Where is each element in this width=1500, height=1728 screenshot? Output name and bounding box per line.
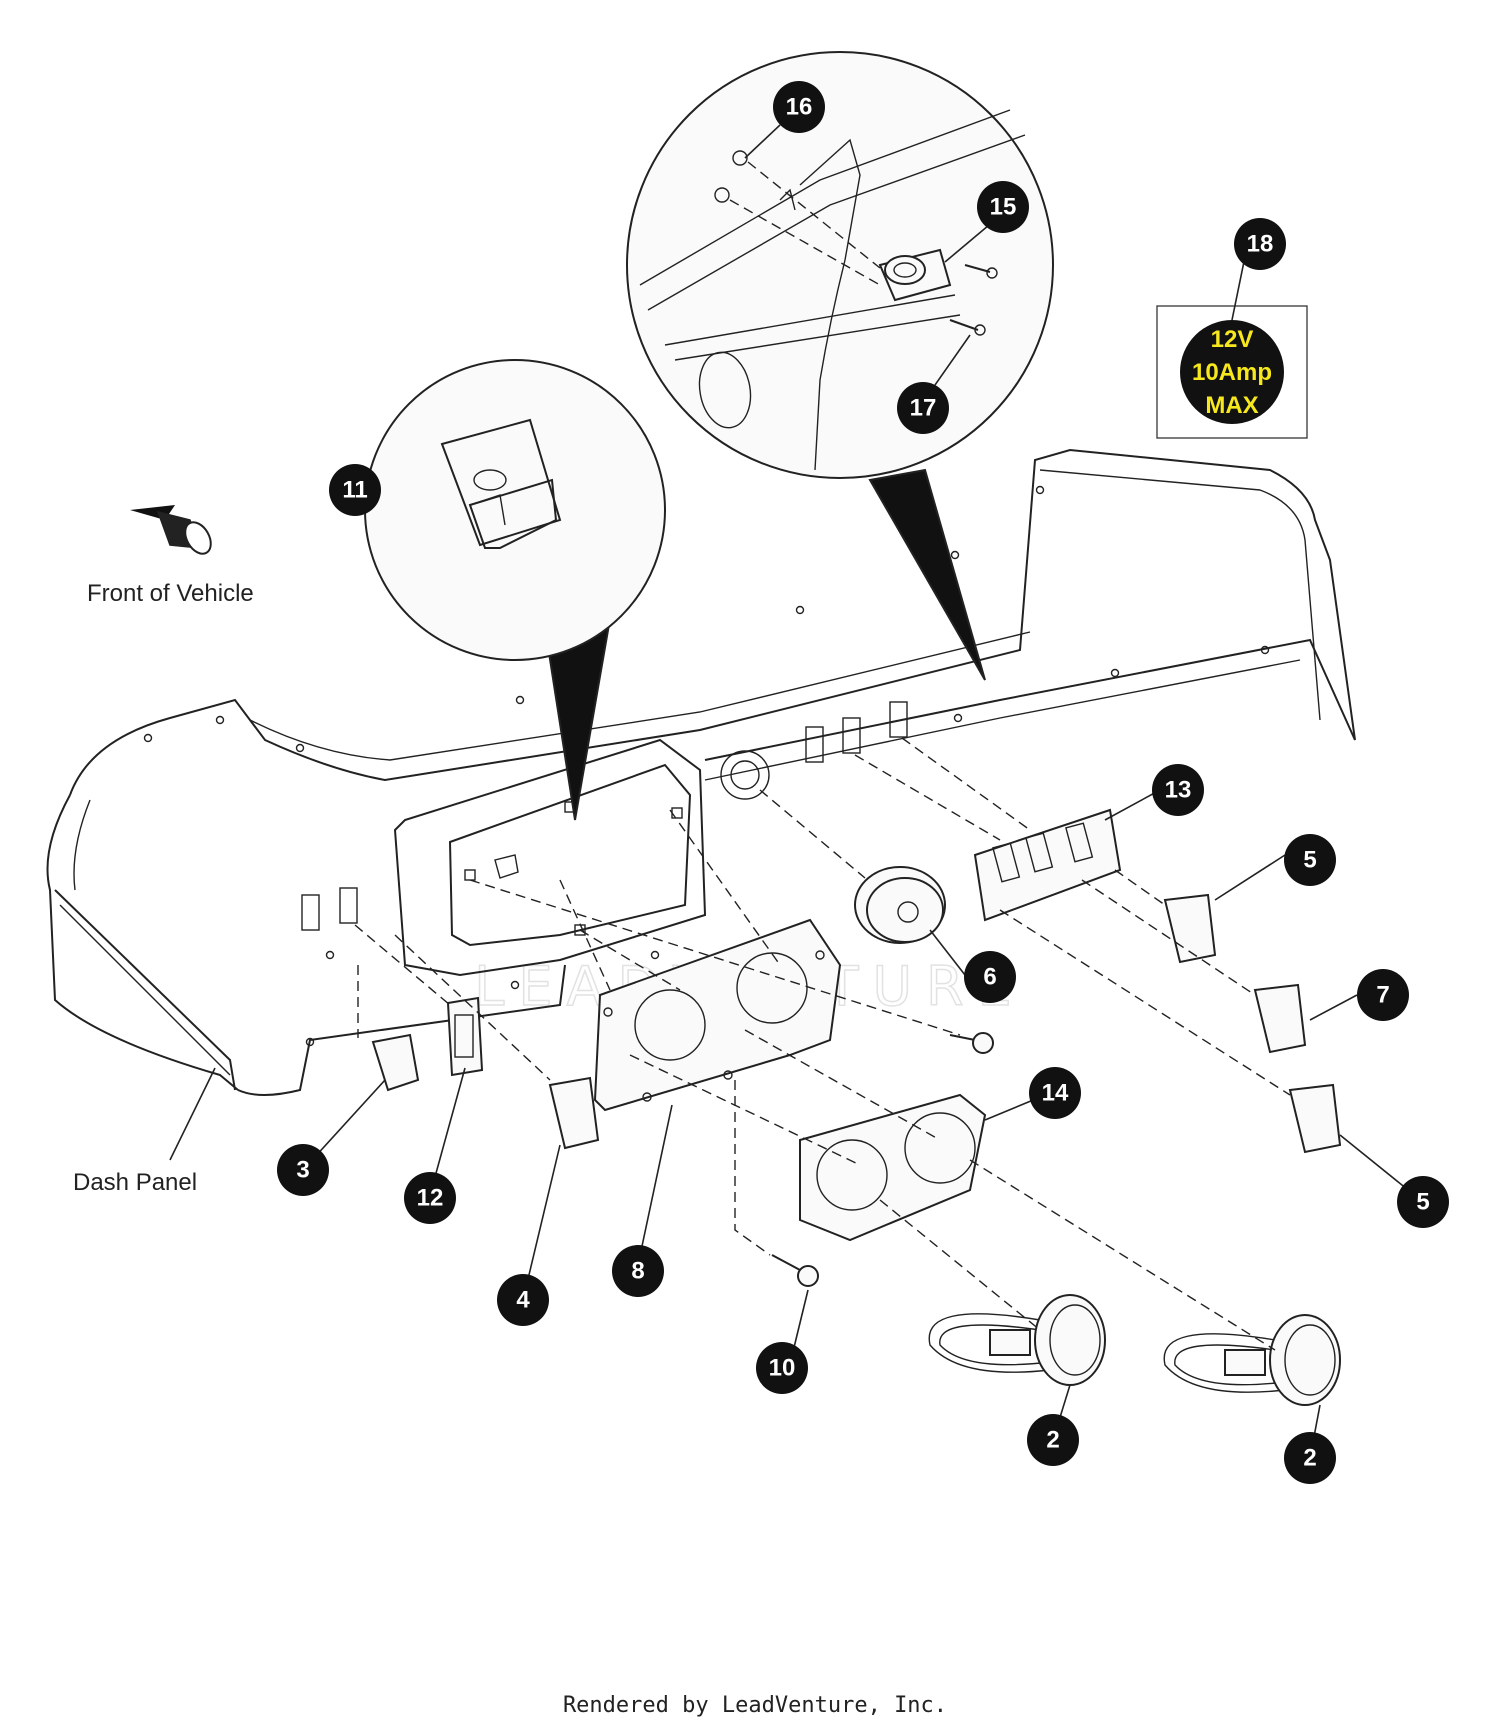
assembly-lines <box>354 737 1291 1351</box>
callout-5-bottom: 5 <box>1397 1176 1449 1228</box>
svg-text:3: 3 <box>296 1157 309 1184</box>
dash-panel-label: Dash Panel <box>73 1169 197 1196</box>
callout-2-right: 2 <box>1284 1432 1336 1484</box>
callout-15: 15 <box>977 181 1029 233</box>
svg-text:2: 2 <box>1303 1445 1316 1472</box>
gauges <box>928 1294 1341 1406</box>
svg-text:10: 10 <box>769 1355 796 1382</box>
front-arrow-icon <box>130 505 212 555</box>
gauge-plate <box>799 1093 987 1242</box>
rocker-switches <box>371 893 1342 1154</box>
callout-3: 3 <box>277 1144 329 1196</box>
svg-text:13: 13 <box>1165 777 1192 804</box>
callout-6: 6 <box>964 951 1016 1003</box>
detail-outlet <box>626 51 1054 681</box>
svg-text:8: 8 <box>631 1258 644 1285</box>
callout-17: 17 <box>897 382 949 434</box>
svg-text:7: 7 <box>1376 982 1389 1009</box>
svg-text:15: 15 <box>990 194 1017 221</box>
gauge-bezel <box>593 918 842 1112</box>
svg-text:2: 2 <box>1046 1427 1059 1454</box>
footer-credit: Rendered by LeadVenture, Inc. <box>563 1693 947 1718</box>
svg-text:5: 5 <box>1303 847 1316 874</box>
callout-2-left: 2 <box>1027 1414 1079 1466</box>
badge-line-1: 12V <box>1211 326 1254 353</box>
svg-text:14: 14 <box>1042 1080 1069 1107</box>
callout-10: 10 <box>756 1342 808 1394</box>
badge-line-3: MAX <box>1205 392 1258 419</box>
switch-plate <box>973 808 1122 922</box>
detail-clip <box>364 359 666 821</box>
callout-5-top: 5 <box>1284 834 1336 886</box>
callout-11: 11 <box>329 464 381 516</box>
screws <box>771 1032 994 1287</box>
svg-text:5: 5 <box>1416 1189 1429 1216</box>
power-rating-badge: 12V 10Amp MAX <box>1156 305 1308 439</box>
key-switch <box>854 866 946 944</box>
callout-13: 13 <box>1152 764 1204 816</box>
svg-text:17: 17 <box>910 395 937 422</box>
callout-8: 8 <box>612 1245 664 1297</box>
callout-16: 16 <box>773 81 825 133</box>
callout-12: 12 <box>404 1172 456 1224</box>
svg-text:12: 12 <box>417 1185 444 1212</box>
badge-line-2: 10Amp <box>1192 359 1272 386</box>
callout-18: 18 <box>1234 218 1286 270</box>
callout-4: 4 <box>497 1274 549 1326</box>
callout-7: 7 <box>1357 969 1409 1021</box>
callout-14: 14 <box>1029 1067 1081 1119</box>
dash-panel-leader <box>169 1067 216 1161</box>
svg-text:18: 18 <box>1247 231 1274 258</box>
svg-text:4: 4 <box>516 1287 530 1314</box>
svg-text:11: 11 <box>342 477 367 504</box>
svg-text:16: 16 <box>786 94 813 121</box>
front-of-vehicle-label: Front of Vehicle <box>87 580 254 607</box>
dash-panel-body <box>46 448 1356 1096</box>
svg-text:6: 6 <box>983 964 996 991</box>
